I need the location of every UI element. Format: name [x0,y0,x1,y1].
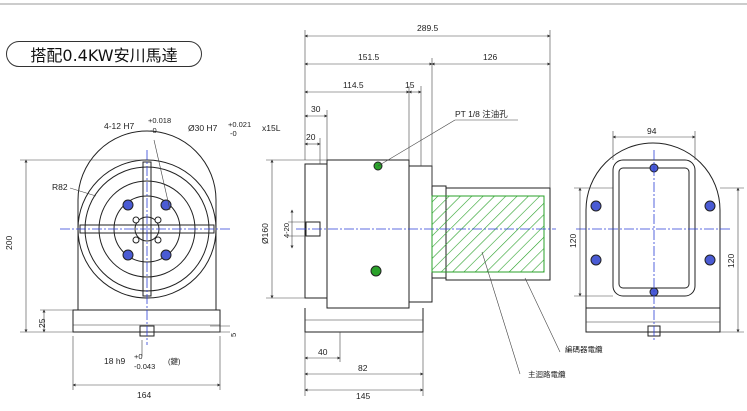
dim-dia-160: Ø160 [260,223,270,244]
tol-tapped-holes: 4-12 H7 [104,121,135,131]
note-oil-port: PT 1/8 注油孔 [455,109,508,119]
tol-bore: Ø30 H7 [188,123,218,133]
tol-holes-minus: -0 [150,126,157,135]
side-view-dimensions [266,30,561,396]
front-view [60,130,230,345]
dim-slot-4-20: 4-20 [282,223,291,238]
dim-base-5: 5 [229,333,238,337]
note-power-cable: 主迴路電纜 [528,369,566,379]
dim-114-5: 114.5 [343,80,364,90]
dim-base-25: 25 [37,318,47,328]
tol-key: 18 h9 [104,356,126,366]
tol-bore-minus: -0 [230,129,237,138]
motor-spec-title: 搭配0.4KW安川馬達 [6,41,202,67]
rear-view [576,142,730,342]
dim-width-94: 94 [647,126,657,136]
dim-base-82: 82 [358,363,368,373]
tol-bore-depth: x15L [262,123,281,133]
tol-key-plus: +0 [134,352,143,361]
dim-height-120-a: 120 [568,234,578,248]
dim-base-145: 145 [356,391,370,401]
tol-key-note: (鍵) [168,356,181,366]
dim-height-200: 200 [4,236,14,250]
tol-bore-plus: +0.021 [228,120,251,129]
dim-151-5: 151.5 [358,52,380,62]
dim-20: 20 [306,132,316,142]
tol-key-minus: -0.043 [134,362,155,371]
side-view [296,159,556,333]
note-encoder-cable: 編碼器電纜 [565,344,603,354]
dim-overall-length: 289.5 [417,23,439,33]
front-view-dimensions [20,139,230,390]
dim-30: 30 [311,104,321,114]
tol-holes-plus: +0.018 [148,116,171,125]
dim-width-164: 164 [137,390,151,400]
rear-view-dimensions [574,131,744,333]
dim-base-40: 40 [318,347,328,357]
dim-radius: R82 [52,182,68,192]
dim-126: 126 [483,52,497,62]
dim-height-120-b: 120 [726,254,736,268]
bolt-holes [122,199,172,261]
dim-15: 15 [405,80,415,90]
